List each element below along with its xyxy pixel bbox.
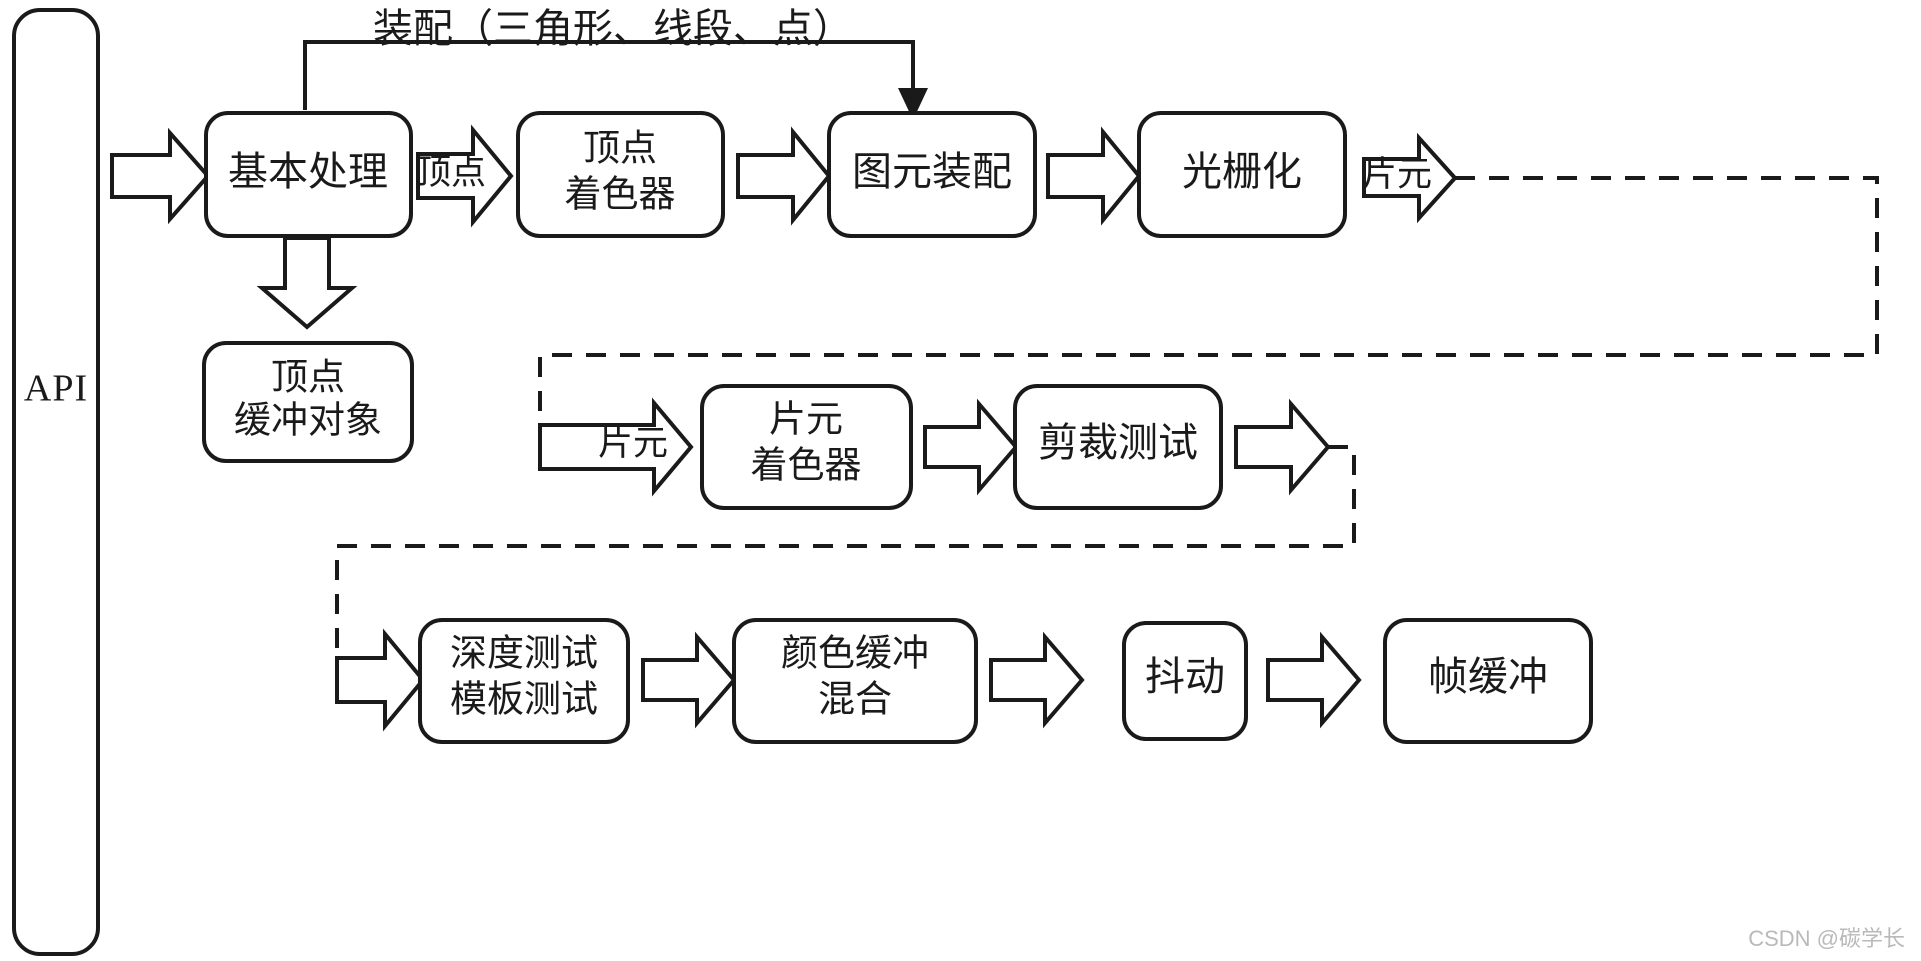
node-scissor-test-label: 剪裁测试 (1038, 420, 1198, 465)
edge-dashed-to-depth-test (335, 445, 1356, 680)
edge-label-fragment-mid: 片元 (598, 424, 668, 463)
arrow-api-to-basic (110, 127, 211, 225)
node-vertex-buffer-object-shape (202, 341, 414, 463)
node-primitive-assembly-shape (827, 111, 1037, 238)
node-fragment-shader-label-line1: 片元 (769, 399, 843, 440)
node-rasterization[interactable]: 光栅化 (1137, 111, 1347, 238)
node-api[interactable]: API (12, 8, 100, 956)
node-depth-stencil-test[interactable]: 深度测试 模板测试 (418, 618, 630, 744)
node-vertex-buffer-object[interactable]: 顶点 缓冲对象 (202, 341, 414, 463)
arrow-color-buffer-to-dithering (989, 631, 1085, 729)
edge-label-vertex-top: 顶点 (416, 153, 486, 192)
node-vertex-buffer-object-label-line1: 顶点 (271, 357, 345, 398)
watermark: CSDN @碳学长 (1748, 926, 1905, 951)
node-basic-processing-label: 基本处理 (228, 149, 388, 194)
arrow-basic-to-vbo (256, 236, 358, 330)
node-color-buffer-blend-label-line2: 混合 (818, 678, 892, 720)
arrow-rasterization-to-fragment (1362, 132, 1458, 224)
node-primitive-assembly[interactable]: 图元装配 (827, 111, 1037, 238)
node-rasterization-label: 光栅化 (1182, 149, 1302, 194)
node-color-buffer-blend[interactable]: 颜色缓冲 混合 (732, 618, 978, 744)
node-scissor-test[interactable]: 剪裁测试 (1013, 384, 1223, 510)
node-fragment-shader-shape (700, 384, 913, 510)
arrow-depth-to-color-buffer (641, 631, 737, 729)
node-dithering-shape (1122, 621, 1248, 741)
edge-label-fragment-top: 片元 (1362, 155, 1432, 194)
node-color-buffer-blend-shape (732, 618, 978, 744)
node-frame-buffer[interactable]: 帧缓冲 (1383, 618, 1593, 744)
arrow-scissor-to-depth (1234, 398, 1331, 496)
node-dithering[interactable]: 抖动 (1122, 621, 1248, 741)
node-rasterization-shape (1137, 111, 1347, 238)
node-api-shape (12, 8, 100, 956)
node-primitive-assembly-label: 图元装配 (852, 149, 1012, 194)
arrow-vertex-shader-to-primitive-assembly (736, 126, 832, 226)
node-depth-stencil-test-label-line1: 深度测试 (450, 632, 598, 674)
node-fragment-shader-label-line2: 着色器 (751, 444, 862, 486)
node-depth-stencil-test-shape (418, 618, 630, 744)
node-color-buffer-blend-label-line1: 颜色缓冲 (781, 632, 929, 674)
edge-assembly-feedback (303, 40, 928, 120)
node-api-label: API (24, 368, 88, 410)
node-frame-buffer-label: 帧缓冲 (1428, 654, 1548, 699)
node-vertex-shader-label-line1: 顶点 (583, 128, 657, 169)
node-vertex-shader-shape (516, 111, 725, 238)
arrow-fragment-to-fragment-shader (538, 397, 694, 497)
node-vertex-shader[interactable]: 顶点 着色器 (516, 111, 725, 238)
arrow-fragment-shader-to-scissor (923, 398, 1019, 496)
node-vertex-buffer-object-label-line2: 缓冲对象 (234, 399, 382, 441)
node-dithering-label: 抖动 (1145, 654, 1225, 699)
node-basic-processing[interactable]: 基本处理 (204, 111, 413, 238)
assembly-annotation-label: 装配（三角形、线段、点） (373, 6, 853, 51)
node-scissor-test-shape (1013, 384, 1223, 510)
arrow-basic-to-vertex-shader (416, 124, 514, 228)
arrow-dithering-to-frame-buffer (1266, 631, 1362, 729)
arrow-primitive-assembly-to-rasterization (1046, 126, 1142, 226)
node-frame-buffer-shape (1383, 618, 1593, 744)
arrow-dashed-to-depth-test (335, 628, 426, 732)
node-fragment-shader[interactable]: 片元 着色器 (700, 384, 913, 510)
node-vertex-shader-label-line2: 着色器 (565, 173, 676, 215)
node-depth-stencil-test-label-line2: 模板测试 (450, 678, 598, 720)
edge-dashed-to-fragment-shader (538, 176, 1879, 447)
